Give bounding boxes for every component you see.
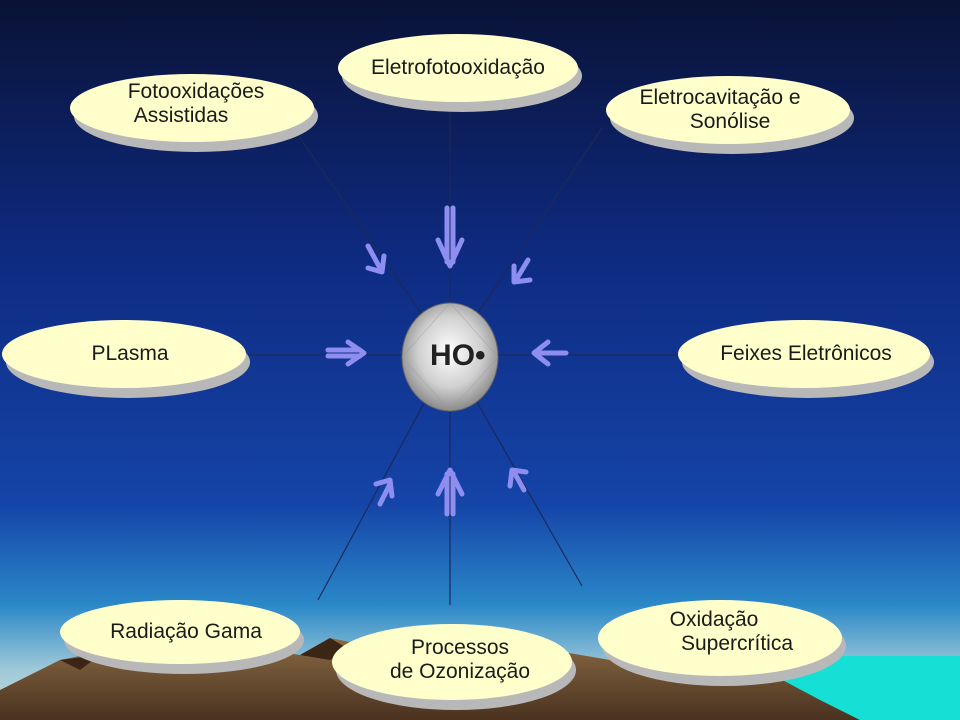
- label-text: PLasma: [91, 342, 169, 365]
- arrow-bottom-left: [373, 477, 395, 507]
- node-ellipse-feixes: [678, 320, 934, 398]
- node-label-processos: Processos de Ozonização: [350, 636, 570, 684]
- node-ellipse-plasma: [2, 320, 250, 398]
- node-ellipse-eletrocavitacao: [606, 76, 854, 154]
- arrow-left: [325, 339, 367, 367]
- node-ellipse-processos: [332, 624, 576, 710]
- node-label-plasma: PLasma: [20, 342, 240, 366]
- label-text: Radiação Gama: [110, 620, 262, 643]
- label-line-1: Fotooxidações: [127, 80, 265, 103]
- arrow-right: [531, 339, 569, 367]
- node-label-eletrofotooxidacao: Eletrofotooxidação: [348, 56, 568, 80]
- center-sphere: [401, 302, 499, 412]
- label-line-1: Eletrocavitação e: [639, 86, 801, 109]
- center-text: •OH: [430, 339, 486, 372]
- arrow-top-right: [511, 257, 533, 285]
- node-label-feixes: Feixes Eletrônicos: [696, 342, 916, 366]
- arrow-bottom: [435, 467, 465, 517]
- node-ellipse-eletrofotooxidacao: [338, 34, 582, 112]
- label-line-2: Sonólise: [689, 110, 771, 133]
- arrow-top: [435, 205, 465, 269]
- label-text: Feixes Eletrônicos: [720, 342, 892, 365]
- node-label-eletrocavitacao: Eletrocavitação e Sonólise: [620, 86, 840, 134]
- label-line-2: de Ozonização: [389, 660, 531, 683]
- node-ellipse-oxidacao: [598, 600, 846, 686]
- node-label-oxidacao: Oxidação Supercrítica: [618, 608, 838, 656]
- label-text: Eletrofotooxidação: [371, 56, 545, 79]
- label-line-1: Oxidação: [669, 608, 759, 631]
- node-ellipse-fotooxidacoes: [70, 74, 318, 152]
- label-line-2: Assistidas: [133, 104, 229, 127]
- center-label-hydroxyl-radical: •OH: [418, 338, 498, 374]
- arrow-bottom-right: [507, 467, 529, 493]
- node-label-fotooxidacoes: Fotooxidações Assistidas: [86, 80, 306, 128]
- label-line-2: Supercrítica: [680, 632, 794, 655]
- node-ellipse-radiacao: [60, 600, 304, 674]
- arrow-top-left: [365, 243, 387, 275]
- node-label-radiacao: Radiação Gama: [76, 620, 296, 644]
- arrows: [325, 205, 569, 517]
- label-line-1: Processos: [410, 636, 510, 659]
